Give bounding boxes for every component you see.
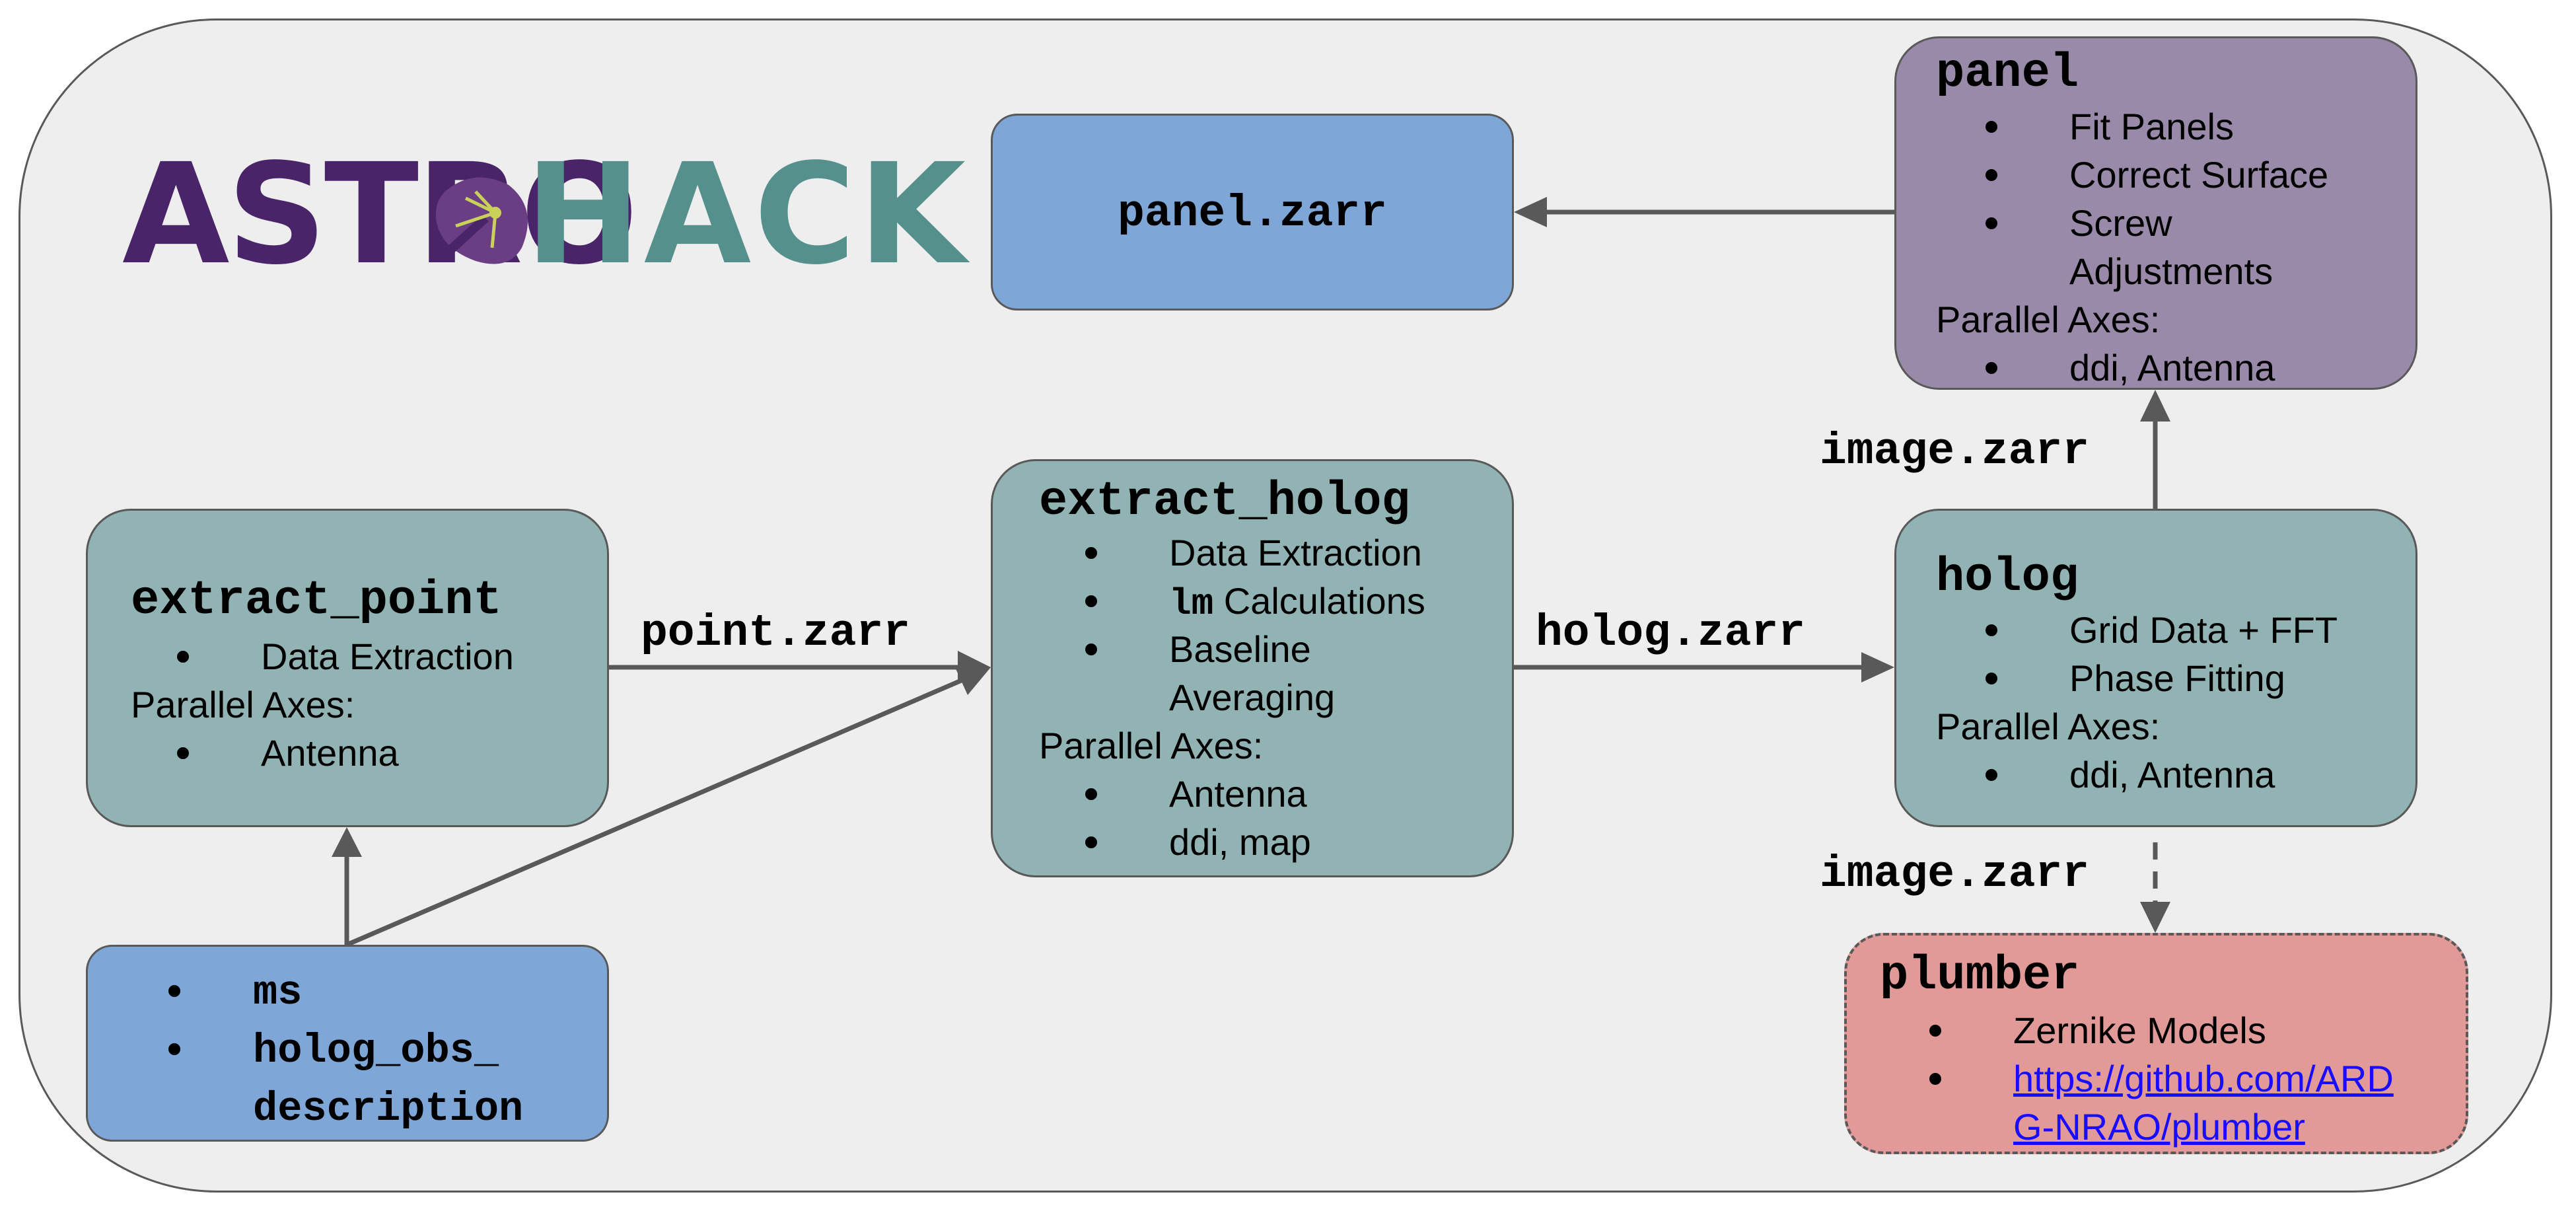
edge-label-point-zarr: point.zarr (641, 608, 911, 659)
holog-item-phase-fitting: Phase Fitting (2069, 657, 2285, 699)
lm-mono-text: lm (1169, 583, 1214, 625)
bullet (1929, 1073, 1941, 1085)
dish-icon (435, 177, 528, 264)
arrowhead-panel-to-panel-zarr (1514, 197, 1547, 227)
panel-zarr-title: panel.zarr (1117, 188, 1388, 239)
extract-holog-item-baseline: Baseline (1169, 628, 1311, 670)
bullet (1085, 836, 1097, 848)
bullet (177, 651, 189, 663)
plumber-link-line-1[interactable]: https://github.com/ARD (2013, 1058, 2394, 1099)
holog-title: holog (1936, 550, 2079, 605)
node-panel: panel Fit Panels Correct Surface Screw A… (1894, 36, 2417, 390)
bullet (1986, 673, 1997, 684)
arrowhead-inputs-to-extract-holog (954, 666, 991, 695)
arrowhead-holog-to-plumber (2140, 902, 2170, 933)
extract-holog-item-averaging: Averaging (1169, 677, 1336, 718)
node-extract-holog: extract_holog Data Extraction lm Calcula… (991, 459, 1514, 877)
bullet (1986, 121, 1997, 133)
panel-item-adjustments: Adjustments (2069, 250, 2273, 292)
arrowhead-inputs-to-extract-point (332, 827, 362, 857)
extract-point-item: Data Extraction (261, 636, 514, 677)
node-inputs: ms holog_obs_ description (86, 945, 609, 1142)
bullet (168, 1043, 180, 1055)
panel-axes-label: Parallel Axes: (1936, 299, 2161, 340)
extract-holog-item-data-extraction: Data Extraction (1169, 529, 1422, 577)
bullet (1085, 788, 1097, 800)
panel-item-correct-surface: Correct Surface (2069, 154, 2329, 196)
edge-label-holog-zarr: holog.zarr (1536, 608, 1806, 659)
bullet (1986, 362, 1997, 374)
inputs-item-description: description (253, 1085, 524, 1132)
bullet (1085, 595, 1097, 607)
bullet (1085, 643, 1097, 655)
plumber-item-zernike: Zernike Models (2013, 1010, 2266, 1051)
panel-axis: ddi, Antenna (2069, 347, 2275, 388)
panel-title: panel (1936, 46, 2079, 100)
arrowhead-holog-to-panel (2140, 390, 2170, 422)
node-extract-point: extract_point Data Extraction Parallel A… (86, 509, 609, 827)
plumber-link-line-2[interactable]: G-NRAO/plumber (2013, 1106, 2305, 1148)
bullet (168, 985, 180, 997)
edge-inputs-to-extract-holog (345, 677, 966, 947)
bullet (1986, 169, 1997, 181)
bullet (1986, 624, 1997, 636)
bullet (1929, 1025, 1941, 1037)
edge-label-image-zarr-up: image.zarr (1820, 426, 2090, 477)
extract-holog-axis-antenna: Antenna (1169, 773, 1307, 815)
bullet (177, 747, 189, 759)
inputs-item-ms: ms (253, 969, 303, 1016)
node-panel-zarr: panel.zarr (991, 114, 1514, 311)
node-plumber: plumber Zernike Models https://github.co… (1844, 933, 2468, 1154)
panel-item-screw: Screw (2069, 202, 2172, 244)
bullet (1986, 217, 1997, 229)
inputs-item-holog-obs: holog_obs_ (253, 1027, 499, 1074)
holog-axes-label: Parallel Axes: (1936, 706, 2161, 747)
extract-holog-item-lm: lm Calculations (1169, 577, 1425, 628)
extract-point-axes-label: Parallel Axes: (131, 684, 355, 725)
arrowhead-extract-holog-to-holog (1861, 652, 1894, 682)
extract-holog-axes-label: Parallel Axes: (1039, 725, 1264, 766)
extract-holog-title: extract_holog (1039, 474, 1410, 529)
item-text: Data Extraction (1169, 532, 1422, 573)
bullet (1986, 769, 1997, 781)
logo-astro-text: ASTRO (122, 133, 638, 295)
node-holog: holog Grid Data + FFT Phase Fitting Para… (1894, 509, 2417, 827)
holog-item-grid-data: Grid Data + FFT (2069, 609, 2338, 651)
extract-point-axis: Antenna (261, 732, 399, 774)
plumber-title: plumber (1880, 949, 2080, 1003)
holog-axis: ddi, Antenna (2069, 754, 2275, 795)
extract-point-title: extract_point (131, 573, 502, 628)
item-text: Calculations (1213, 580, 1425, 622)
panel-item-fit-panels: Fit Panels (2069, 106, 2234, 147)
edge-label-image-zarr-down: image.zarr (1820, 849, 2090, 900)
logo-hack-text: HACK (525, 133, 969, 295)
bullet (1085, 547, 1097, 559)
extract-holog-axis-ddi-map: ddi, map (1169, 821, 1311, 863)
